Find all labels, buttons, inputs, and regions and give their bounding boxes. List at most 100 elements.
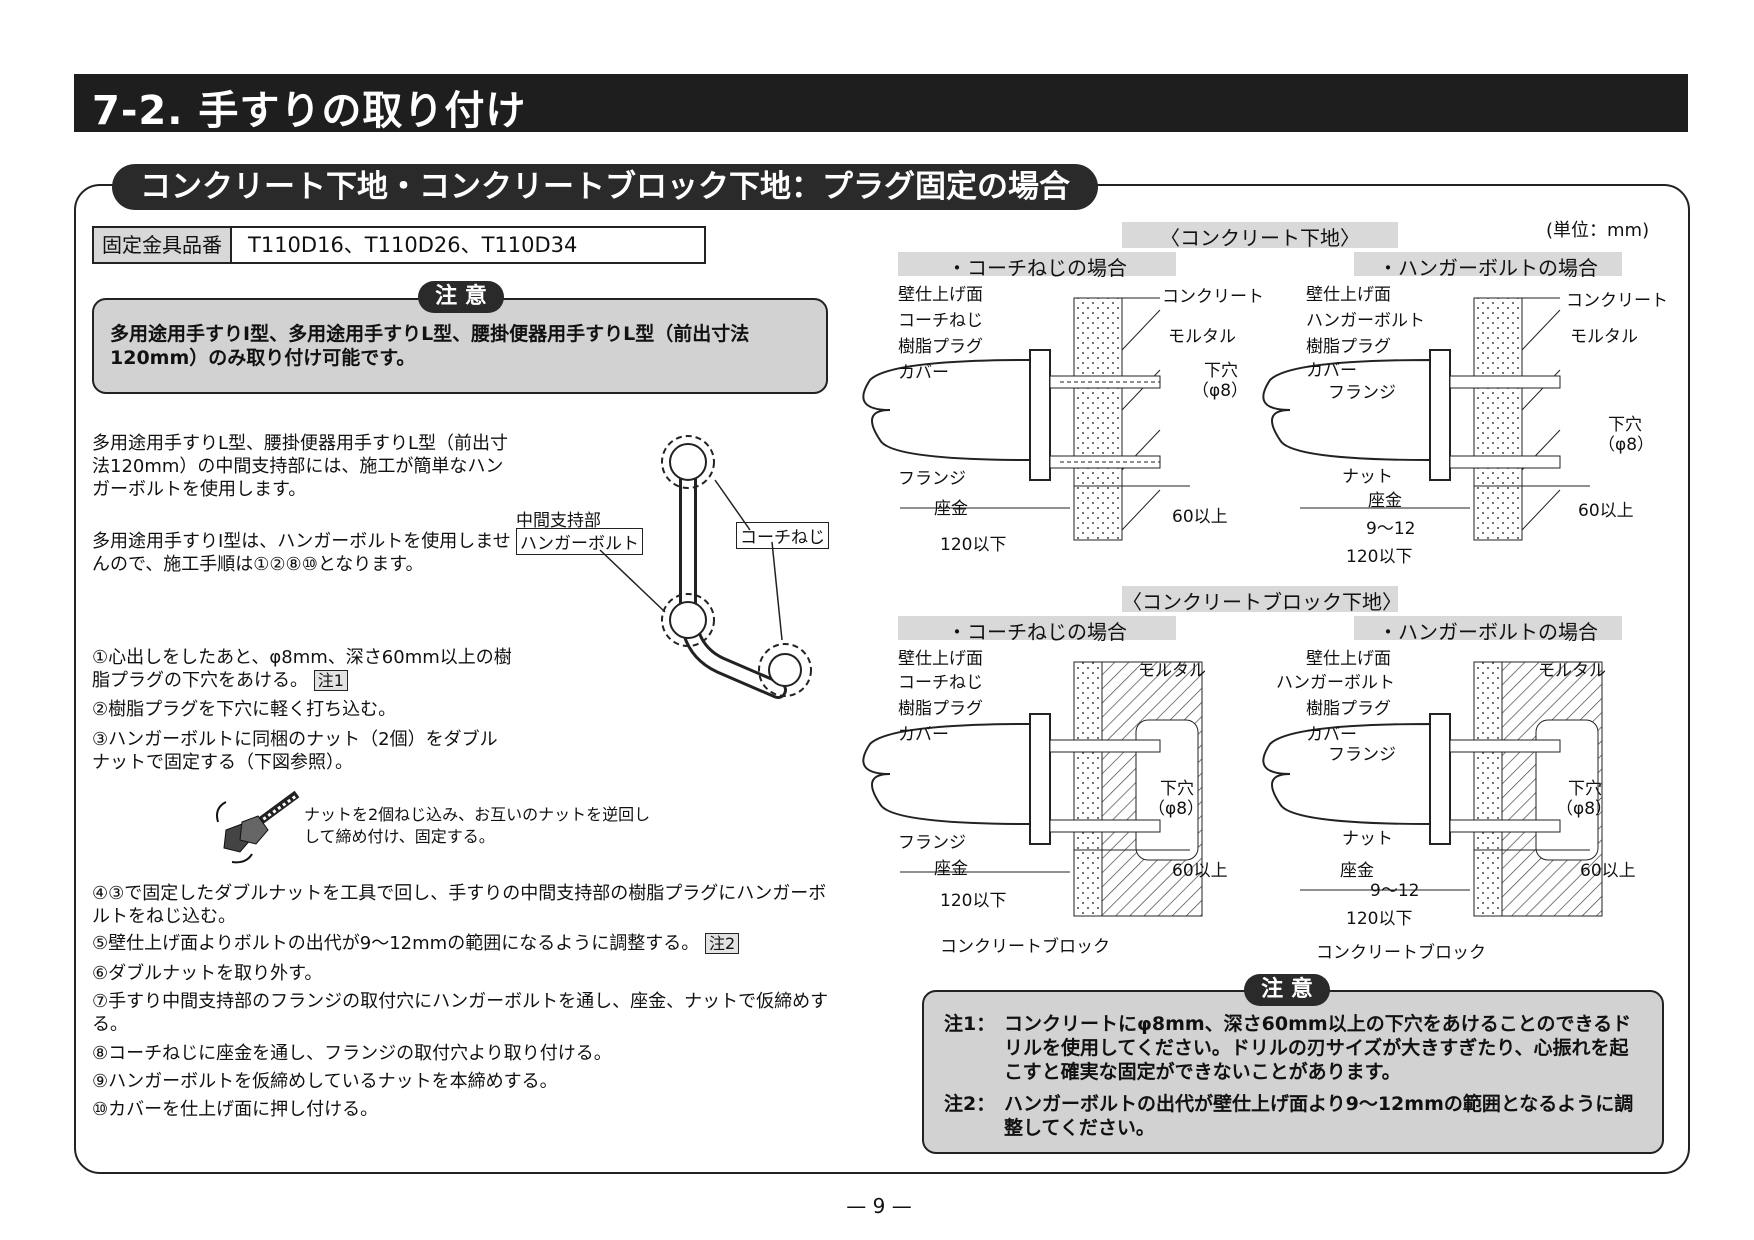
bracket-end-circle <box>758 643 812 697</box>
section-title: コンクリート下地・コンクリートブロック下地：プラグ固定の場合 <box>112 164 1098 210</box>
double-nut-caption: ナットを2個ねじ込み、お互いのナットを逆回しして締め付け、固定する。 <box>304 805 651 846</box>
lbl-max120-3: 120以下 <box>940 891 1007 911</box>
mid-support-label: 中間支持部 <box>516 511 601 531</box>
bracket-mid-circle <box>661 593 715 647</box>
block-coach-case: ・コーチねじの場合 <box>898 616 1176 644</box>
lbl-wall-finish-4: 壁仕上げ面 <box>1306 649 1391 669</box>
lbl-pilot-4: 下穴 <box>1568 779 1602 799</box>
rotate-arrow-1 <box>216 801 227 823</box>
lbl-cover-3: カバー <box>898 725 949 745</box>
installation-diagrams <box>862 297 1603 917</box>
bracket-mid <box>669 601 707 639</box>
lbl-pilot-dia-1: （φ8） <box>1192 381 1249 401</box>
concrete-hanger-case: ・ハンガーボルトの場合 <box>1354 252 1622 280</box>
lbl-hanger-4: ハンガーボルト <box>1276 673 1395 693</box>
lbl-wall-finish-2: 壁仕上げ面 <box>1306 285 1391 305</box>
step-9: ⑨ハンガーボルトを仮締めしているナットを本締めする。 <box>92 1071 558 1092</box>
step-7: ⑦手すり中間支持部のフランジの取付穴にハンガーボルトを通し、座金、ナットで仮締め… <box>92 991 829 1035</box>
lbl-min60-3: 60以上 <box>1172 861 1228 881</box>
lbl-max120-2: 120以下 <box>1346 547 1413 567</box>
lbl-washer-2: 座金 <box>1368 491 1402 511</box>
concrete-title: 〈コンクリート下地〉 <box>1122 222 1398 250</box>
lbl-mortar-4: モルタル <box>1538 661 1606 681</box>
diagram-block-hanger <box>1262 661 1603 917</box>
bracket-top <box>669 443 707 481</box>
diagram-concrete-hanger <box>1262 297 1590 541</box>
lbl-pilot-dia-3: （φ8） <box>1148 799 1205 819</box>
lbl-washer-3: 座金 <box>934 859 968 879</box>
lbl-cover-4: カバー <box>1306 725 1357 745</box>
block-title: 〈コンクリートブロック下地〉 <box>1122 586 1402 614</box>
lbl-min60-4: 60以上 <box>1580 861 1636 881</box>
diagram-block-coach <box>862 661 1203 917</box>
lbl-max120-1: 120以下 <box>940 535 1007 555</box>
lbl-mortar-3: モルタル <box>1138 661 1206 681</box>
lbl-range-2: 9～12 <box>1366 519 1416 539</box>
bracket-top-circle <box>661 435 715 489</box>
caution-tag-top: 注 意 <box>418 281 504 313</box>
hanger-bolt-tag: ハンガーボルト <box>516 528 643 555</box>
lbl-plug-1: 樹脂プラグ <box>898 337 983 357</box>
note-1-head: 注1： <box>944 1013 996 1035</box>
leader-coach-top <box>714 479 751 531</box>
lbl-cover-2: カバー <box>1306 361 1357 381</box>
lbl-coach-1: コーチねじ <box>898 311 983 331</box>
coach-screw-tag: コーチねじ <box>736 522 829 549</box>
lbl-flange-4: フランジ <box>1328 745 1396 765</box>
lbl-mortar-2: モルタル <box>1570 327 1638 347</box>
handrail-inner <box>682 454 784 696</box>
caution-tag-bottom: 注 意 <box>1244 974 1330 1006</box>
step-3: ③ハンガーボルトに同梱のナット（2個）をダブルナットで固定する（下図参照）。 <box>92 729 498 773</box>
unit-label: (単位：mm) <box>1546 220 1650 241</box>
lbl-pilot-2: 下穴 <box>1608 415 1642 435</box>
rotate-arrow-2 <box>231 853 253 864</box>
lbl-concrete-1: コンクリート <box>1162 287 1264 307</box>
lbl-block-4: コンクリートブロック <box>1316 943 1486 963</box>
lbl-pilot-dia-2: （φ8） <box>1598 435 1655 455</box>
step-1-note-ref: 注1 <box>313 670 348 691</box>
lbl-pilot-1: 下穴 <box>1204 361 1238 381</box>
intro-paragraph-1: 多用途用手すりL型、腰掛便器用手すりL型（前出寸法120mm）の中間支持部には、… <box>92 433 509 500</box>
leader-coach-end <box>771 541 783 641</box>
concrete-coach-case: ・コーチねじの場合 <box>898 252 1176 280</box>
note-2-head: 注2： <box>944 1093 996 1115</box>
caution-text-top: 多用途用手すりI型、多用途用手すりL型、腰掛便器用手すりL型（前出寸法120mm… <box>110 323 750 369</box>
note-1-text: コンクリートにφ8mm、深さ60mm以上の下穴をあけることのできるドリルを使用し… <box>1004 1013 1632 1083</box>
lbl-wall-finish-1: 壁仕上げ面 <box>898 285 983 305</box>
lbl-plug-2: 樹脂プラグ <box>1306 337 1391 357</box>
step-5-note-ref: 注2 <box>704 933 740 954</box>
parts-table: 固定金具品番 T110D16、T110D26、T110D34 <box>92 226 706 264</box>
lbl-flange-1: フランジ <box>898 469 966 489</box>
bracket-end <box>768 653 802 687</box>
lbl-hanger-2: ハンガーボルト <box>1306 311 1425 331</box>
lbl-pilot-3: 下穴 <box>1160 779 1194 799</box>
parts-value: T110D16、T110D26、T110D34 <box>248 233 578 257</box>
block-hanger-case: ・ハンガーボルトの場合 <box>1354 616 1622 644</box>
step-6: ⑥ダブルナットを取り外す。 <box>92 963 323 984</box>
lbl-nut-2: ナット <box>1342 467 1393 487</box>
lbl-washer-1: 座金 <box>934 499 968 519</box>
step-8: ⑧コーチねじに座金を通し、フランジの取付穴より取り付ける。 <box>92 1043 612 1064</box>
lbl-mortar-1: モルタル <box>1168 327 1236 347</box>
intro-paragraph-2: 多用途用手すりI型は、ハンガーボルトを使用しませんので、施工手順は①②⑧⑩となり… <box>92 531 511 575</box>
lbl-coach-3: コーチねじ <box>898 673 983 693</box>
lbl-flange-3: フランジ <box>898 833 966 853</box>
step-1: ①心出しをしたあと、φ8mm、深さ60mm以上の樹脂プラグの下穴をあける。 注1 <box>92 646 512 692</box>
page-number: — 9 — <box>846 1194 912 1218</box>
step-10: ⑩カバーを仕上げ面に押し付ける。 <box>92 1099 379 1120</box>
nut-2 <box>239 815 269 845</box>
diagram-concrete-coach <box>862 297 1190 541</box>
note-2-text: ハンガーボルトの出代が壁仕上げ面より9～12mmの範囲となるように調整してくださ… <box>1004 1093 1634 1139</box>
lbl-cover-1: カバー <box>898 363 949 383</box>
double-nut-icon <box>216 790 300 864</box>
step-4: ④③で固定したダブルナットを工具で回し、手すりの中間支持部の樹脂プラグにハンガー… <box>92 883 827 927</box>
lbl-plug-3: 樹脂プラグ <box>898 699 983 719</box>
lbl-pilot-dia-4: （φ8） <box>1556 799 1613 819</box>
lbl-concrete-2: コンクリート <box>1566 291 1668 311</box>
step-5: ⑤壁仕上げ面よりボルトの出代が9～12mmの範囲になるように調整する。 注2 <box>92 932 832 955</box>
step-1-text: ①心出しをしたあと、φ8mm、深さ60mm以上の樹脂プラグの下穴をあける。 <box>92 647 512 691</box>
lbl-max120-4: 120以下 <box>1346 909 1413 929</box>
lbl-range-4: 9～12 <box>1370 881 1420 901</box>
step-2: ②樹脂プラグを下穴に軽く打ち込む。 <box>92 699 397 720</box>
parts-label: 固定金具品番 <box>94 228 232 262</box>
